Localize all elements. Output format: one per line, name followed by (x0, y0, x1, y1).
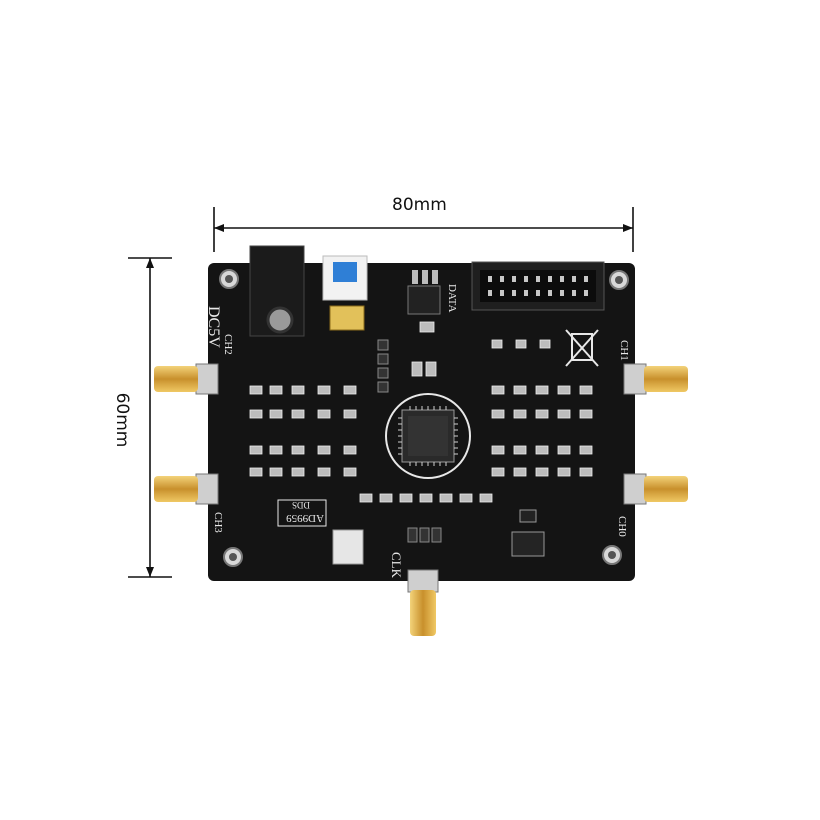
crystal-oscillator (332, 529, 364, 565)
width-dimension-label: 80mm (392, 195, 447, 215)
dc-barrel-jack (249, 245, 305, 337)
voltage-regulator (407, 270, 441, 315)
sma-connector-ch0 (623, 473, 688, 505)
data-header (471, 261, 605, 311)
sma-connector-ch1 (623, 363, 688, 395)
silk-ch0: CH0 (616, 516, 628, 537)
silk-dc5v: DC5V (205, 306, 222, 348)
tantalum-capacitor (329, 305, 365, 331)
weee-symbol (565, 329, 599, 367)
silk-clk: CLK (389, 552, 404, 578)
chip-label-box (277, 499, 327, 527)
silk-data: DATA (446, 284, 458, 313)
sma-connector-ch3 (154, 473, 219, 505)
power-switch (322, 255, 368, 301)
chip-outline (385, 393, 471, 479)
silk-ch3: CH3 (212, 512, 224, 533)
dds-chip (398, 406, 458, 466)
sma-connector-clk (407, 569, 439, 636)
pin-header (377, 339, 389, 393)
silk-chip-sub: DDS (291, 500, 310, 510)
silk-chip-name: AD9959 (286, 512, 324, 524)
silk-ch1: CH1 (618, 340, 630, 361)
lower-regulator (511, 531, 545, 557)
silk-ch2: CH2 (222, 334, 234, 355)
smd-components (249, 321, 593, 503)
sma-connector-ch2 (154, 363, 219, 395)
